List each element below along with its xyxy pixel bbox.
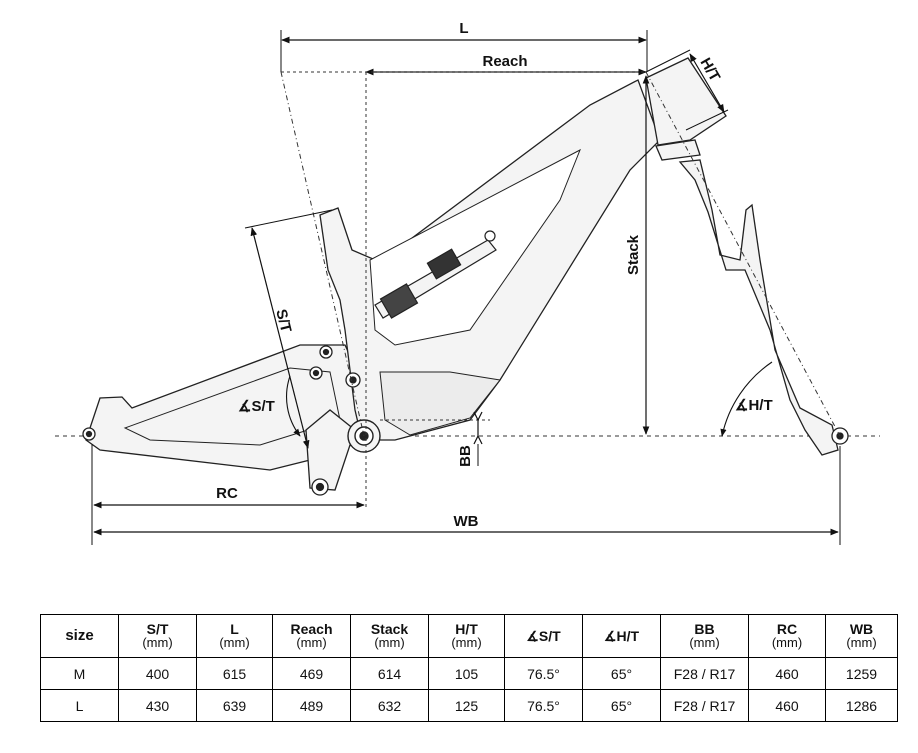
header-size: size <box>40 614 119 658</box>
cell-stack: 614 <box>350 657 429 690</box>
cell-st: 430 <box>118 689 197 722</box>
cell-ht: 105 <box>428 657 505 690</box>
st-angle-arc <box>286 375 301 437</box>
header-wb: WB(mm) <box>825 614 898 658</box>
main-frame <box>319 79 661 441</box>
header-stack: Stack(mm) <box>350 614 429 658</box>
cell-l: 639 <box>196 689 273 722</box>
rear-shock <box>374 230 497 319</box>
l-dimension-label: L <box>459 20 468 37</box>
header-st-angle: ∡S/T <box>504 614 583 658</box>
cell-size: L <box>40 689 119 722</box>
wb-dimension-label: WB <box>454 513 479 530</box>
table-row: L 430 639 489 632 125 76.5° 65° F28 / R1… <box>40 689 898 722</box>
swingarm <box>85 344 381 491</box>
st-angle-label: ∡S/T <box>238 398 275 415</box>
cell-rc: 460 <box>748 689 826 722</box>
fork <box>645 57 849 456</box>
header-bb: BB(mm) <box>660 614 749 658</box>
cell-ht-angle: 65° <box>582 689 661 722</box>
header-ht: H/T(mm) <box>428 614 505 658</box>
frame-geometry-diagram: L Reach Stack H/T S/T ∡S/T ∡H/T BB RC WB <box>55 20 880 545</box>
cell-ht: 125 <box>428 689 505 722</box>
cell-wb: 1259 <box>825 657 898 690</box>
st-dimension-label: S/T <box>272 308 294 335</box>
rc-dimension-label: RC <box>216 485 238 502</box>
table-row: M 400 615 469 614 105 76.5° 65° F28 / R1… <box>40 657 898 690</box>
cell-l: 615 <box>196 657 273 690</box>
cell-reach: 489 <box>272 689 351 722</box>
linkage-pivots <box>82 345 361 496</box>
table-header-row: size S/T(mm) L(mm) Reach(mm) Stack(mm) H… <box>40 614 898 658</box>
header-l: L(mm) <box>196 614 273 658</box>
cell-ht-angle: 65° <box>582 657 661 690</box>
header-reach: Reach(mm) <box>272 614 351 658</box>
header-ht-angle: ∡H/T <box>582 614 661 658</box>
cell-reach: 469 <box>272 657 351 690</box>
cell-bb: F28 / R17 <box>660 689 749 722</box>
cell-rc: 460 <box>748 657 826 690</box>
ht-angle-label: ∡H/T <box>735 397 773 414</box>
cell-size: M <box>40 657 119 690</box>
ht-angle-arc <box>720 361 773 437</box>
geometry-table: size S/T(mm) L(mm) Reach(mm) Stack(mm) H… <box>40 614 898 722</box>
cell-st: 400 <box>118 657 197 690</box>
cell-st-angle: 76.5° <box>504 657 583 690</box>
reach-dimension-label: Reach <box>482 53 527 70</box>
st-dimension-line <box>250 227 310 449</box>
cell-bb: F28 / R17 <box>660 657 749 690</box>
header-st: S/T(mm) <box>118 614 197 658</box>
cell-stack: 632 <box>350 689 429 722</box>
bb-dimension-label: BB <box>457 445 474 467</box>
ht-dimension-line <box>689 53 725 113</box>
cell-st-angle: 76.5° <box>504 689 583 722</box>
cell-wb: 1286 <box>825 689 898 722</box>
stack-dimension-label: Stack <box>625 234 642 275</box>
header-rc: RC(mm) <box>748 614 826 658</box>
